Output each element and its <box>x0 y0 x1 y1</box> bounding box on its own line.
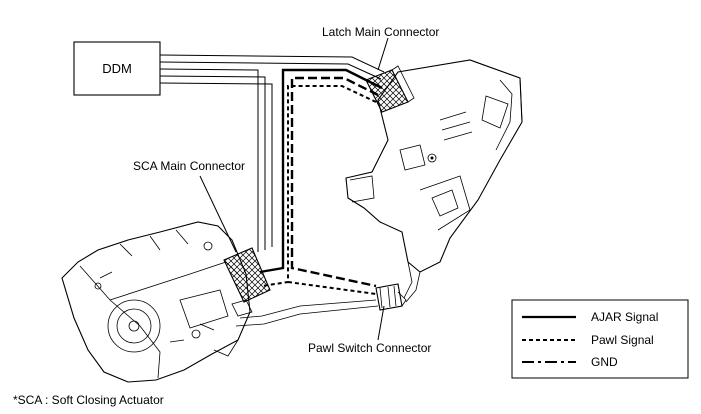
pawl-switch-connector-label: Pawl Switch Connector <box>308 341 431 355</box>
footnote: *SCA : Soft Closing Actuator <box>13 393 164 407</box>
legend-pawl-label: Pawl Signal <box>591 333 654 347</box>
legend-ajar-label: AJAR Signal <box>591 310 658 324</box>
sca-callout-line <box>199 175 237 253</box>
pawl-signal-wire <box>261 85 377 295</box>
legend-box <box>511 299 689 379</box>
sca-actuator <box>61 221 379 383</box>
latch-main-connector <box>365 65 415 113</box>
legend-gnd-label: GND <box>591 355 618 369</box>
ddm-label: DDM <box>102 61 132 76</box>
callouts <box>199 37 389 341</box>
latch-main-connector-label: Latch Main Connector <box>322 25 439 39</box>
latch-assembly <box>345 59 523 303</box>
pawl-switch-connector <box>375 283 407 311</box>
sca-main-connector-label: SCA Main Connector <box>133 159 245 173</box>
sca-main-connector <box>223 247 271 317</box>
ddm-box <box>73 41 161 96</box>
pawl-callout-line <box>377 305 385 341</box>
signal-wires <box>259 68 383 295</box>
wire-harness <box>159 54 385 252</box>
latch-callout-line <box>377 37 389 71</box>
ajar-signal-wire <box>259 68 383 274</box>
legend: AJAR Signal Pawl Signal GND <box>511 299 689 379</box>
ddm-module: DDM <box>73 41 161 96</box>
